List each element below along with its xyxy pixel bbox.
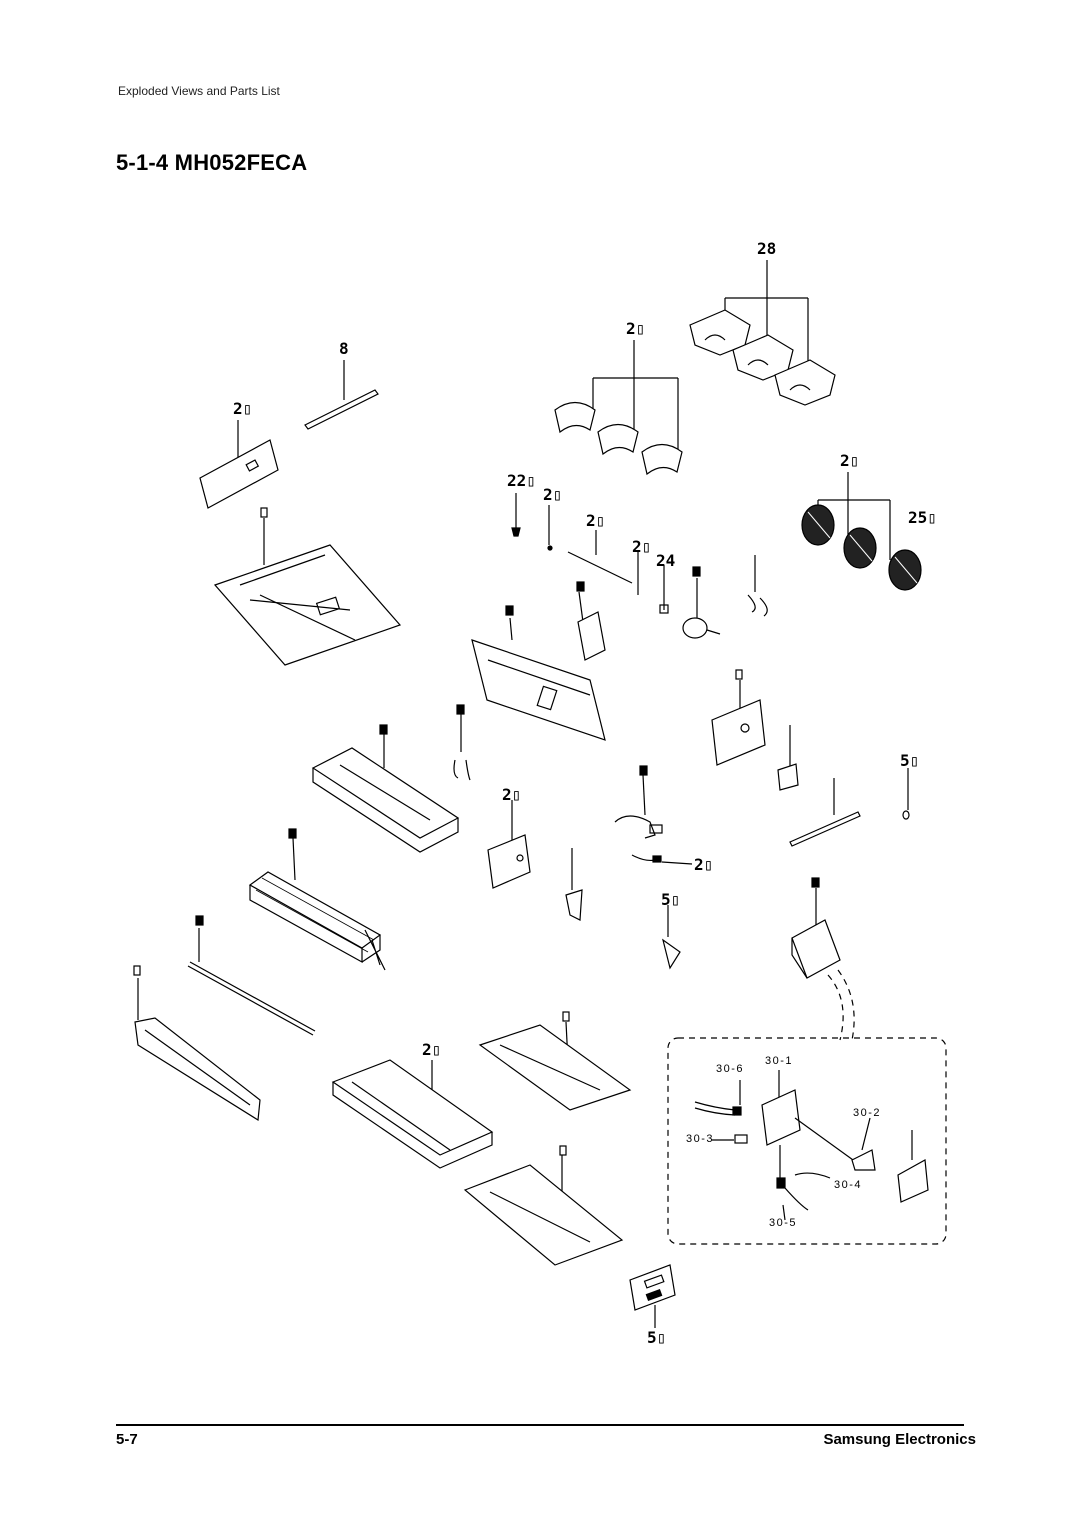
detail-label: 30-2 xyxy=(853,1107,881,1119)
callout-label: 2▯ xyxy=(543,485,562,504)
detail-label: 30-6 xyxy=(716,1063,744,1075)
callout-label: 2▯ xyxy=(422,1040,441,1059)
callout-label: 2▯ xyxy=(626,319,645,338)
callout-label: 2▯ xyxy=(586,511,605,530)
section-header: Exploded Views and Parts List xyxy=(118,84,280,98)
callout-label: 25▯ xyxy=(908,508,937,527)
detail-label: 30-4 xyxy=(834,1179,862,1191)
callout-label: 8 xyxy=(339,339,349,358)
callout-label: 2▯ xyxy=(840,451,859,470)
callout-label: 24 xyxy=(656,551,675,570)
footer-rule xyxy=(116,1424,964,1426)
callout-label: 2▯ xyxy=(233,399,252,418)
detail-label: 30-1 xyxy=(765,1055,793,1067)
callout-label: 22▯ xyxy=(507,471,536,490)
callout-label: 2▯ xyxy=(632,537,651,556)
callout-label: 28 xyxy=(757,239,776,258)
callout-label: 5▯ xyxy=(647,1328,666,1347)
callout-label: 5▯ xyxy=(661,890,680,909)
detail-label: 30-5 xyxy=(769,1217,797,1229)
company-name: Samsung Electronics xyxy=(823,1431,976,1448)
callout-label: 5▯ xyxy=(900,751,919,770)
callout-label: 2▯ xyxy=(694,855,713,874)
page-number: 5-7 xyxy=(116,1431,138,1448)
callout-label: 2▯ xyxy=(502,785,521,804)
detail-label: 30-3 xyxy=(686,1133,714,1145)
page-title: 5-1-4 MH052FECA xyxy=(116,150,308,175)
